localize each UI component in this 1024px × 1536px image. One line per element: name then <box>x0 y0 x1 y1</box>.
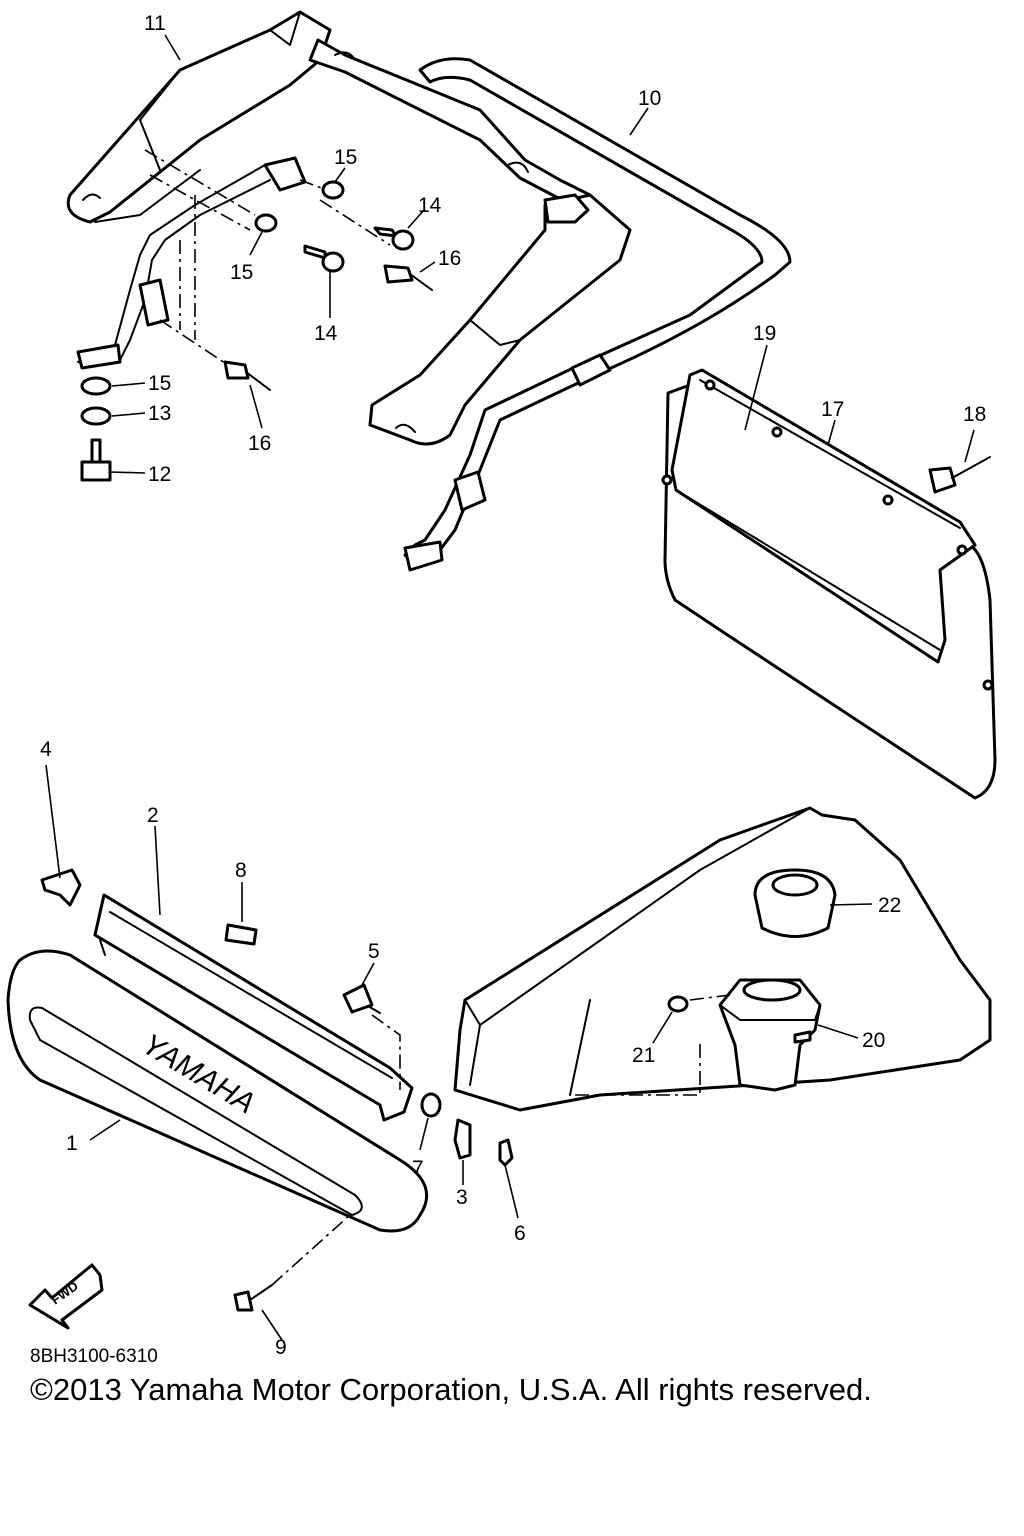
callout-8: 8 <box>235 859 247 882</box>
fasteners-upper <box>80 180 433 482</box>
part-22-filler-cap <box>753 868 837 938</box>
fwd-arrow-icon: FWD <box>28 1263 104 1330</box>
callout-10: 10 <box>638 87 661 110</box>
frame-right-pad <box>368 193 632 446</box>
fuel-tank <box>453 806 992 1112</box>
assembly-lines-upper <box>144 149 391 366</box>
callout-14-top: 14 <box>418 194 442 217</box>
callout-13: 13 <box>148 402 171 425</box>
part-20-filler-neck <box>718 978 822 1092</box>
callout-5: 5 <box>368 940 380 963</box>
callout-6: 6 <box>514 1222 526 1245</box>
callout-20: 20 <box>862 1029 885 1052</box>
small-parts-lower <box>40 868 514 1312</box>
callout-15-top: 15 <box>334 146 357 169</box>
callout-12: 12 <box>148 463 171 486</box>
part-21-plug <box>667 994 731 1013</box>
part-18-rivet <box>928 456 991 494</box>
callout-labels: 11 10 15 14 15 16 14 15 13 16 12 19 17 1… <box>30 12 986 1367</box>
callout-22: 22 <box>878 894 901 917</box>
callout-17: 17 <box>821 398 844 421</box>
callout-16-left: 16 <box>248 432 271 455</box>
part-10-grab-bar <box>76 57 792 572</box>
callout-15-mid: 15 <box>230 261 253 284</box>
callout-14-mid: 14 <box>314 322 338 345</box>
callout-2: 2 <box>147 804 159 827</box>
callout-4: 4 <box>40 738 52 761</box>
leader-lines <box>45 34 975 1341</box>
callout-15-left: 15 <box>148 372 171 395</box>
callout-16-mid: 16 <box>438 247 461 270</box>
callout-19: 19 <box>753 322 776 345</box>
callout-1: 1 <box>66 1132 78 1155</box>
copyright-notice: ©2013 Yamaha Motor Corporation, U.S.A. A… <box>30 1372 872 1407</box>
callout-18: 18 <box>963 403 986 426</box>
callout-11: 11 <box>144 12 166 35</box>
callout-3: 3 <box>456 1186 468 1209</box>
callout-7: 7 <box>412 1157 424 1180</box>
callout-9: 9 <box>275 1336 287 1359</box>
drawing-code: 8BH3100-6310 <box>30 1346 158 1367</box>
part-11-rear-pad <box>66 10 332 224</box>
part-2-bracket <box>93 893 414 1122</box>
callout-21: 21 <box>632 1044 655 1067</box>
part-17-mud-flap <box>661 368 997 800</box>
